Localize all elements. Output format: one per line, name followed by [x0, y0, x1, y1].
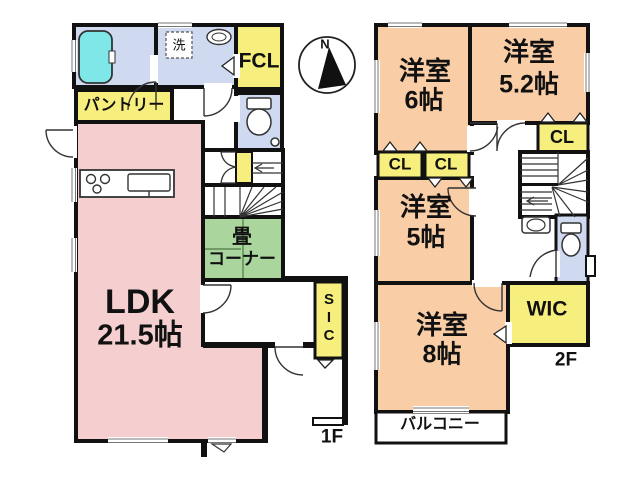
kitchen-sink-icon: [127, 173, 171, 192]
fcl-label: FCL: [238, 49, 280, 73]
toilet-icon-1f: [246, 97, 280, 147]
bedroom-5-2-name-label: 洋室: [502, 37, 556, 67]
wall-segment: [203, 342, 275, 348]
bedroom-8: [374, 281, 510, 414]
closet-1-label: CL: [388, 154, 412, 174]
wall-segment: [262, 342, 268, 443]
ldk-size-label: 21.5帖: [97, 319, 183, 352]
toilet-icon-2f: [560, 222, 582, 257]
wall-segment: [281, 276, 348, 282]
washbasin-icon-2f: [521, 216, 551, 234]
compass-north-label: N: [320, 36, 330, 52]
stairs-2f-treads: [520, 152, 589, 218]
bedroom-8-door: [473, 282, 503, 312]
stove-icon: [85, 173, 111, 194]
windows-1f: [70, 21, 236, 453]
sic-closet: [313, 280, 345, 360]
porch-step: [312, 417, 344, 426]
closet-2: [423, 150, 471, 180]
sic-door-mark: [316, 359, 335, 369]
wic-label: WIC: [526, 297, 568, 321]
bedroom-6-size-label: 6帖: [404, 86, 444, 115]
wic-door-mark: [492, 324, 507, 345]
bedroom-5-2-size-label: 5.2帖: [499, 70, 559, 99]
stairs-2f-divider: [520, 183, 558, 186]
balcony: [374, 410, 508, 445]
wall-segment: [342, 278, 348, 425]
closet-right: [536, 121, 590, 154]
tatami-label-1: 畳: [232, 226, 252, 248]
toilet-door-2f: [529, 249, 557, 278]
windows-2f: [373, 21, 591, 413]
closet-door-marks-2f: [381, 111, 589, 189]
bedroom-5-name-label: 洋室: [399, 192, 453, 222]
ldk-name-label: LDK: [105, 283, 175, 321]
kitchen-counter: [79, 169, 175, 198]
front-door: [274, 346, 304, 376]
bedroom-8-size-label: 8帖: [422, 340, 462, 369]
closet-right-label: CL: [550, 127, 574, 147]
washroom-door: [203, 87, 233, 117]
doors-1f: [45, 54, 304, 376]
closet-1: [376, 150, 424, 180]
tatami-grid: [205, 219, 244, 278]
bathtub-icon: [78, 30, 113, 84]
wall-segment: [303, 342, 317, 348]
bedroom-8-name-label: 洋室: [415, 310, 469, 340]
washbasin-icon-1f: [206, 28, 232, 46]
sic-label: SIC: [320, 291, 338, 345]
bedroom-5-door: [447, 187, 477, 217]
floor1-label: 1F: [320, 426, 344, 448]
wall-stub: [201, 441, 207, 457]
floor1-plan: [45, 21, 348, 457]
floor2-label: 2F: [554, 349, 578, 371]
terrace-door-mark: [210, 443, 233, 453]
closet-2-label: CL: [434, 154, 458, 174]
bathtub-handle: [108, 50, 116, 64]
bedroom-5-2-door: [496, 122, 526, 152]
laundry-pan: [165, 31, 193, 59]
fcl-closet: [234, 23, 284, 91]
pantry-label: パントリー: [83, 97, 165, 114]
balcony-label: バルコニー: [400, 416, 480, 433]
laundry-label: 洗: [172, 37, 186, 53]
fcl-door-mark: [220, 55, 235, 77]
toilet-window-bay: [585, 255, 596, 277]
toilet-door-gap-1f: [233, 96, 240, 122]
bathroom-door: [127, 81, 157, 111]
bedroom-5-size-label: 5帖: [406, 223, 446, 252]
stairs-closet-doors: [220, 151, 237, 184]
tatami-label-2: コーナー: [208, 249, 276, 269]
compass-icon: [298, 36, 356, 94]
floor2-plan: [373, 21, 596, 445]
bedroom-6-name-label: 洋室: [398, 56, 452, 86]
stairs-1f-divider: [203, 183, 283, 187]
side-entry-door: [45, 129, 74, 158]
doors-2f: [447, 120, 560, 345]
ldk-hall-door: [202, 284, 232, 314]
wic-closet: [506, 281, 590, 347]
